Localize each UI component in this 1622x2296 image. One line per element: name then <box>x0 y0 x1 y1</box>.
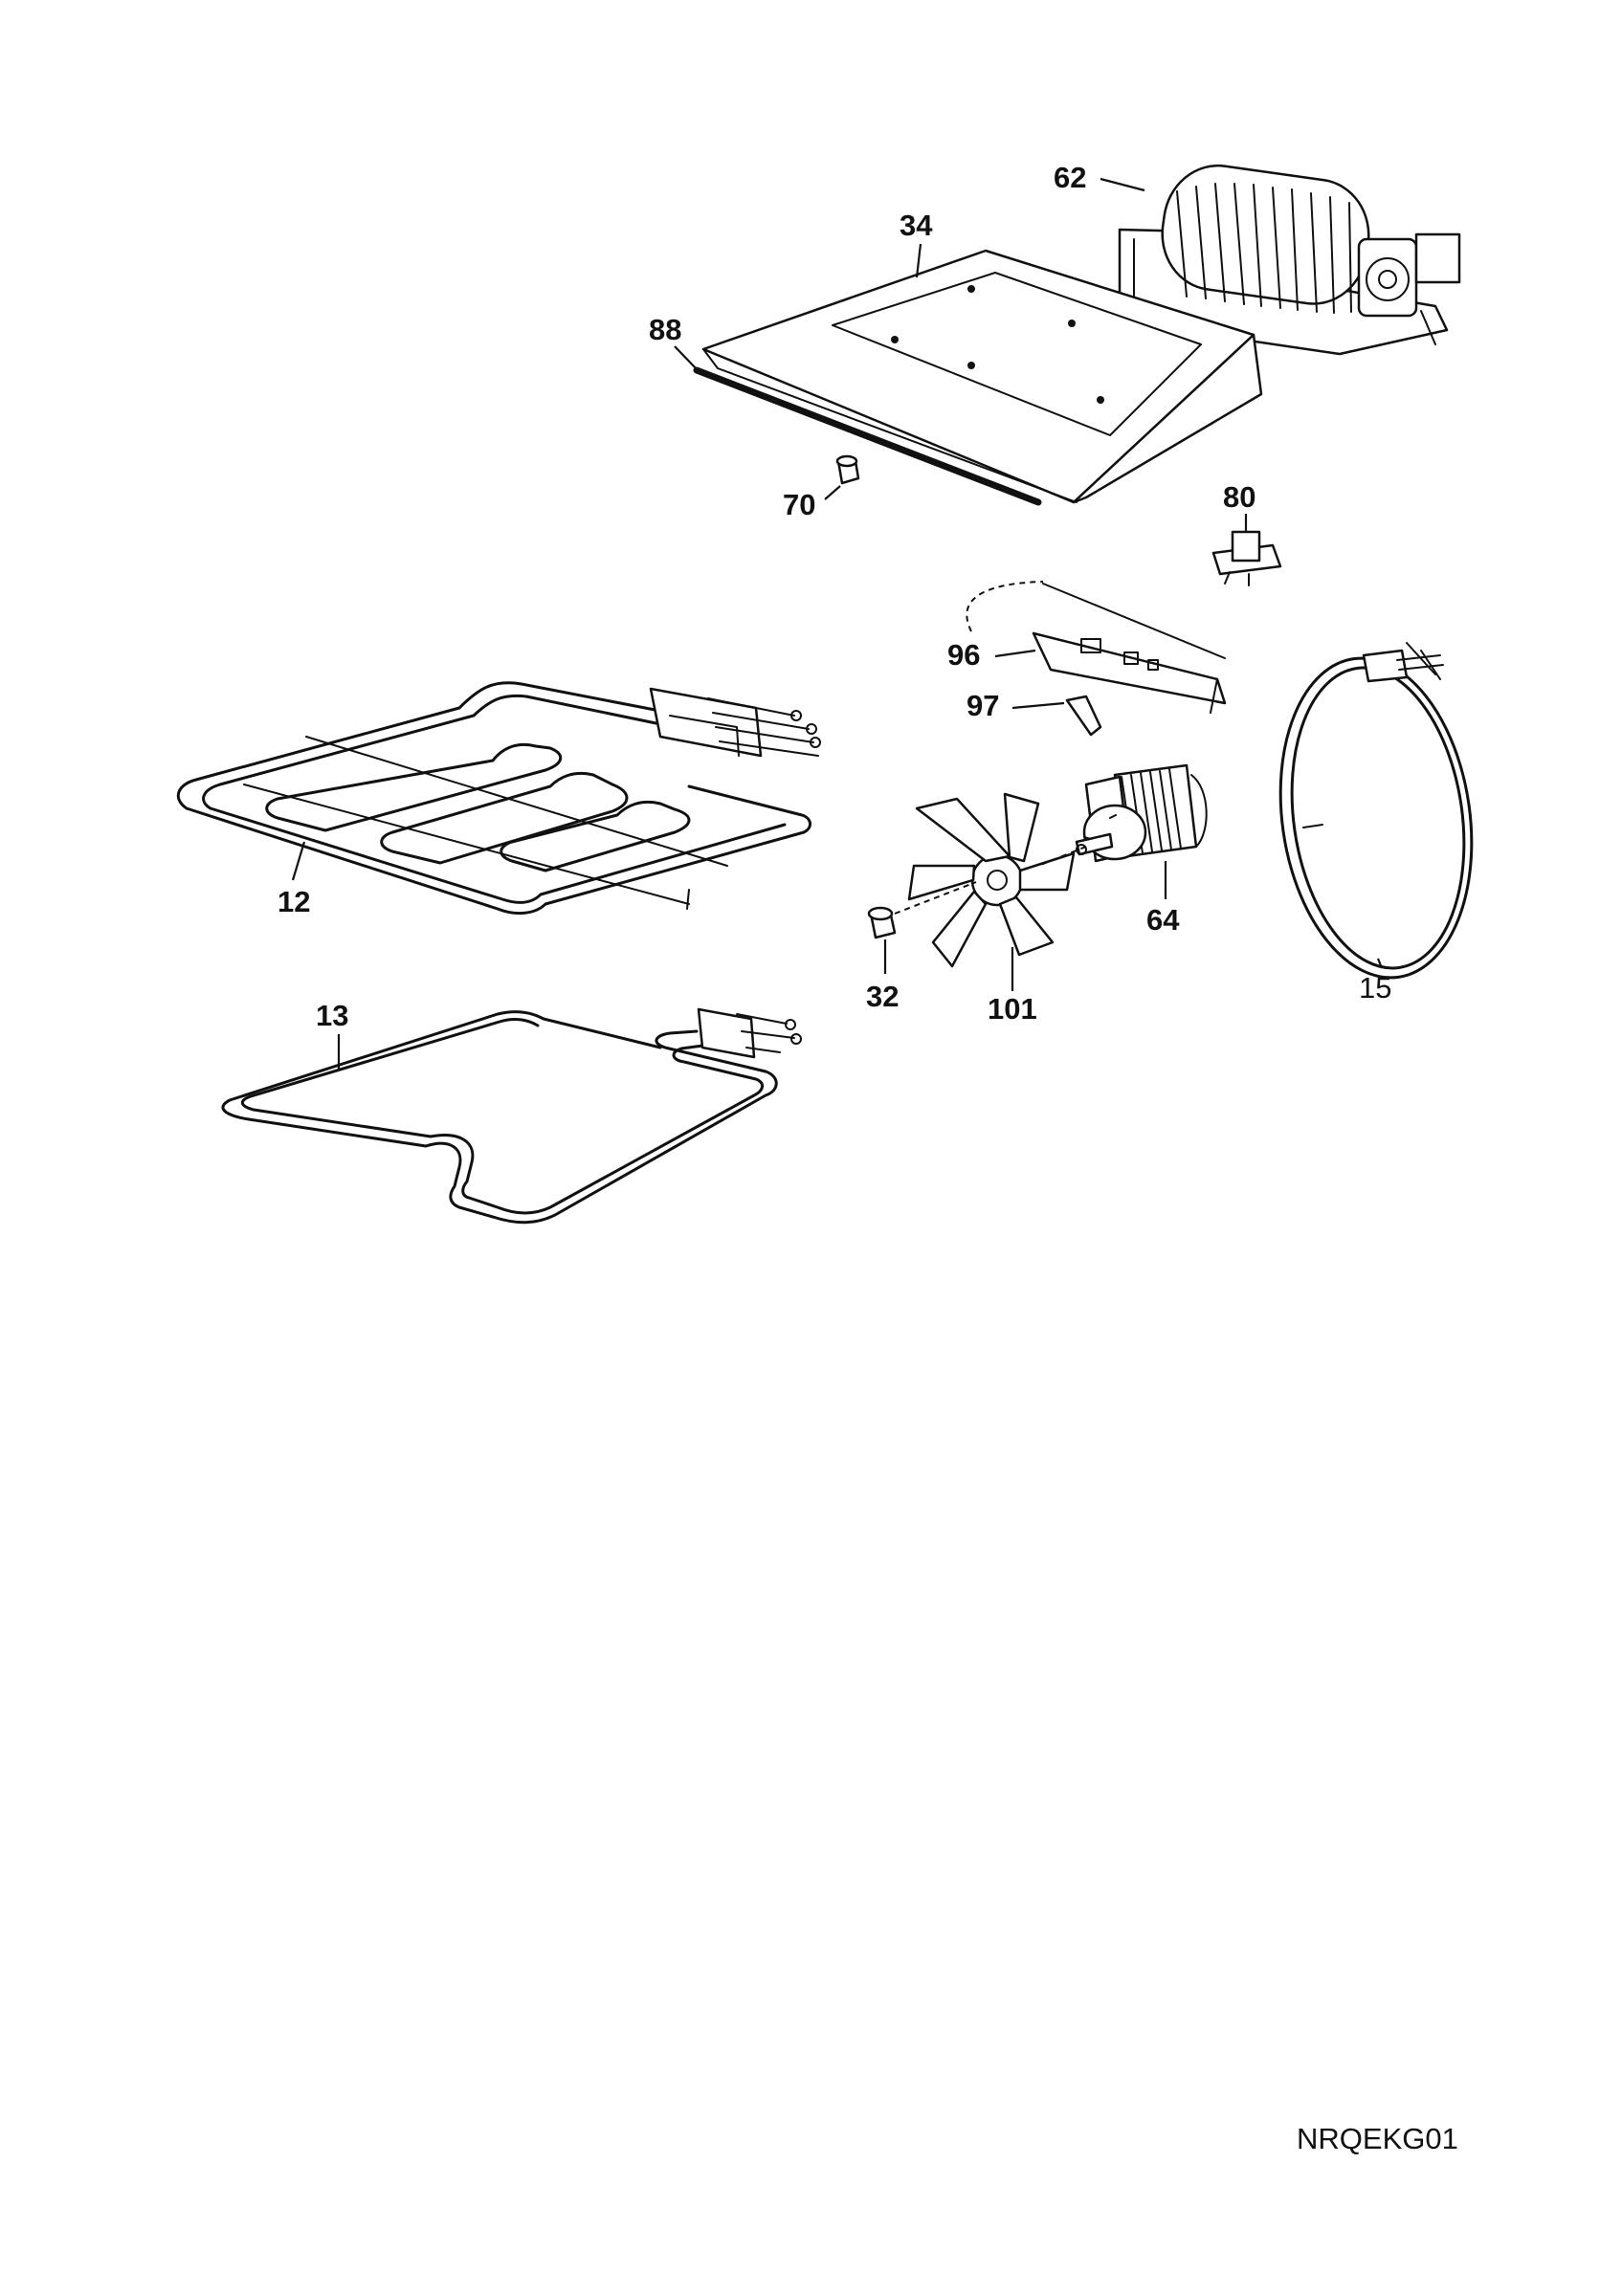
label-97: 97 <box>967 689 999 722</box>
part-34-top-panel <box>701 249 1263 504</box>
part-88-seal-strip <box>693 366 1042 506</box>
part-32-nut <box>867 881 977 939</box>
label-62: 62 <box>1054 161 1086 194</box>
label-13: 13 <box>316 999 348 1032</box>
part-97-clip <box>1065 695 1102 737</box>
label-15: 15 <box>1359 971 1391 1004</box>
part-64-fan-motor <box>1037 763 1208 867</box>
label-34: 34 <box>900 209 933 242</box>
part-96-bracket <box>966 581 1227 714</box>
part-80-thermostat <box>1211 530 1282 586</box>
part-15-circular-element <box>1278 642 1474 980</box>
label-96: 96 <box>947 638 980 672</box>
label-32: 32 <box>866 980 899 1013</box>
diagram-code: NRQEKG01 <box>1297 2122 1458 2155</box>
part-101-fan-blade <box>907 792 1076 968</box>
part-13-bottom-element <box>221 1007 802 1225</box>
part-70-cap <box>835 454 860 485</box>
label-80: 80 <box>1223 480 1255 514</box>
label-70: 70 <box>783 488 815 521</box>
label-88: 88 <box>649 313 681 346</box>
label-101: 101 <box>988 992 1037 1026</box>
label-64: 64 <box>1146 903 1180 937</box>
part-12-grill-element <box>176 681 821 916</box>
label-12: 12 <box>278 885 310 918</box>
